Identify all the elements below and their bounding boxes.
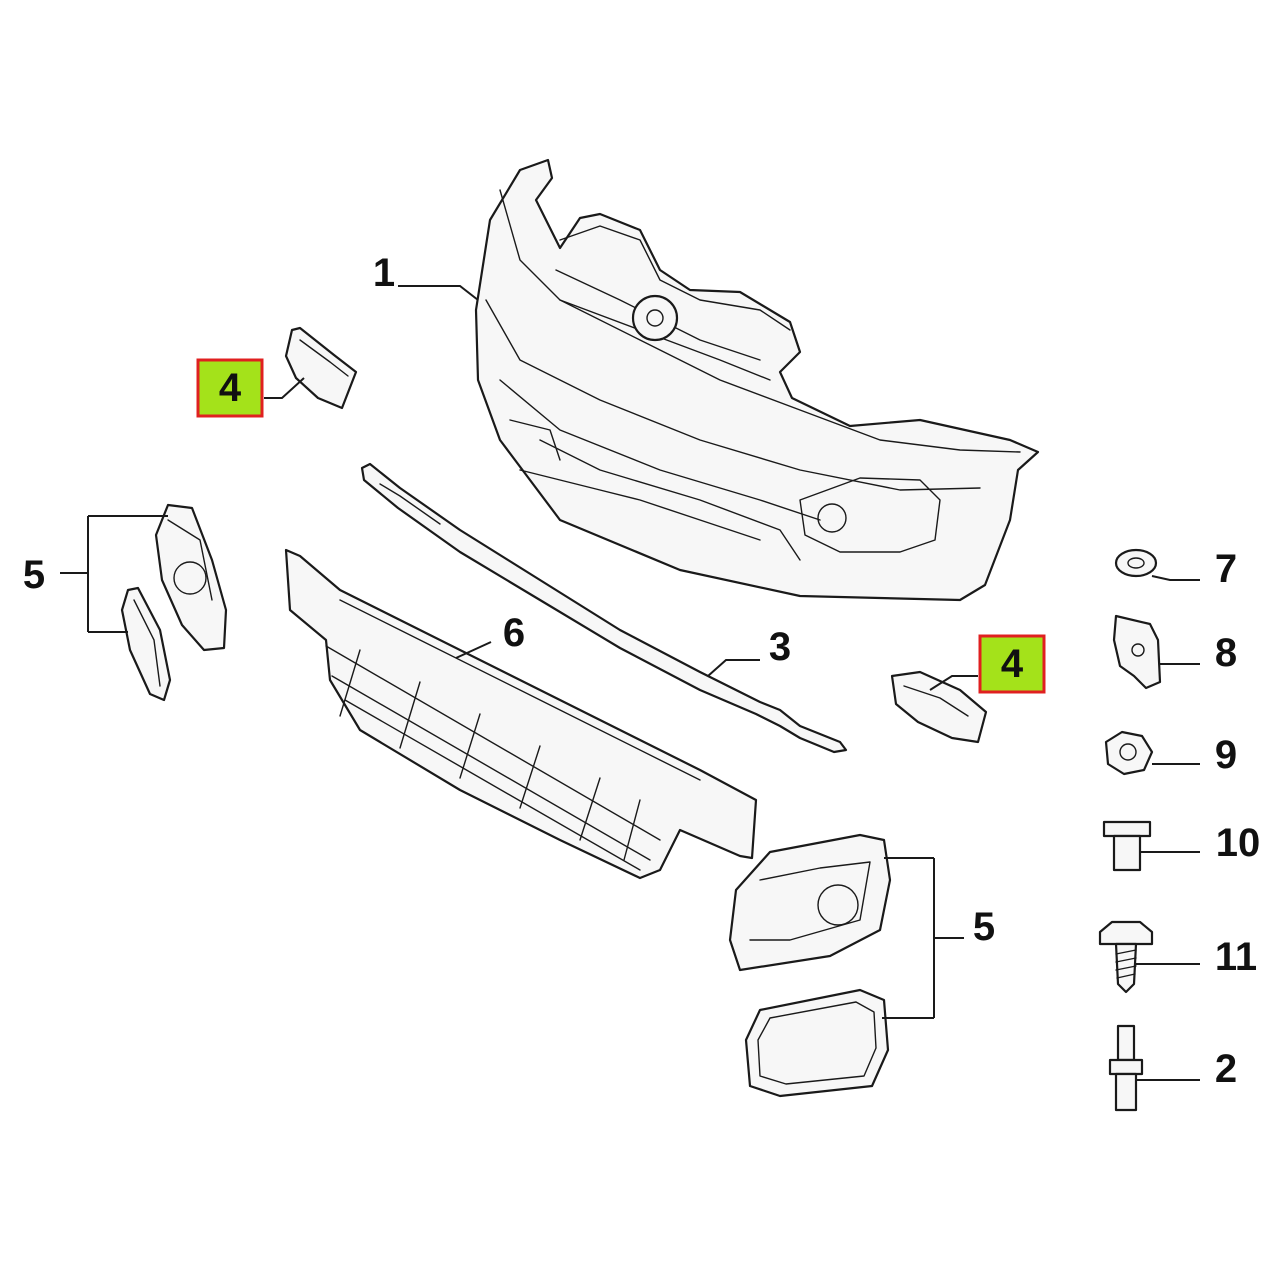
lower-grille-part: [284, 548, 758, 880]
callout-4-left-highlight: [196, 358, 264, 418]
fog-lamp-bezel-left-part: [120, 503, 228, 702]
washer-part: [1114, 548, 1158, 578]
callout-5-right: 5: [973, 905, 995, 949]
callout-6: 6: [503, 611, 525, 655]
fog-lamp-bezel-right-part: [728, 833, 892, 1098]
callout-4-right: 4: [1001, 642, 1024, 686]
callout-8: 8: [1215, 631, 1237, 675]
nut-part: [1104, 730, 1154, 776]
callout-9: 9: [1215, 733, 1237, 777]
callout-2: 2: [1215, 1047, 1237, 1091]
bumper-trim-left-part: [284, 326, 358, 410]
callout-3: 3: [769, 625, 791, 669]
clip-part: [1112, 614, 1162, 690]
front-bumper-part: [474, 158, 1040, 602]
callout-11: 11: [1215, 935, 1257, 979]
callout-4-left: 4: [219, 366, 242, 410]
rivet-part: [1102, 820, 1152, 872]
screw-part: [1098, 920, 1154, 994]
callout-7: 7: [1215, 547, 1237, 591]
bumper-trim-right-part: [890, 670, 988, 744]
callout-4-right-highlight: [978, 634, 1046, 694]
bumper-reinforcement-part: [360, 462, 848, 754]
callout-10: 10: [1216, 821, 1261, 865]
stud-part: [1108, 1024, 1144, 1112]
callout-1: 1: [373, 251, 395, 295]
callout-5-left: 5: [23, 553, 45, 597]
leader-lines: [60, 285, 1200, 1081]
